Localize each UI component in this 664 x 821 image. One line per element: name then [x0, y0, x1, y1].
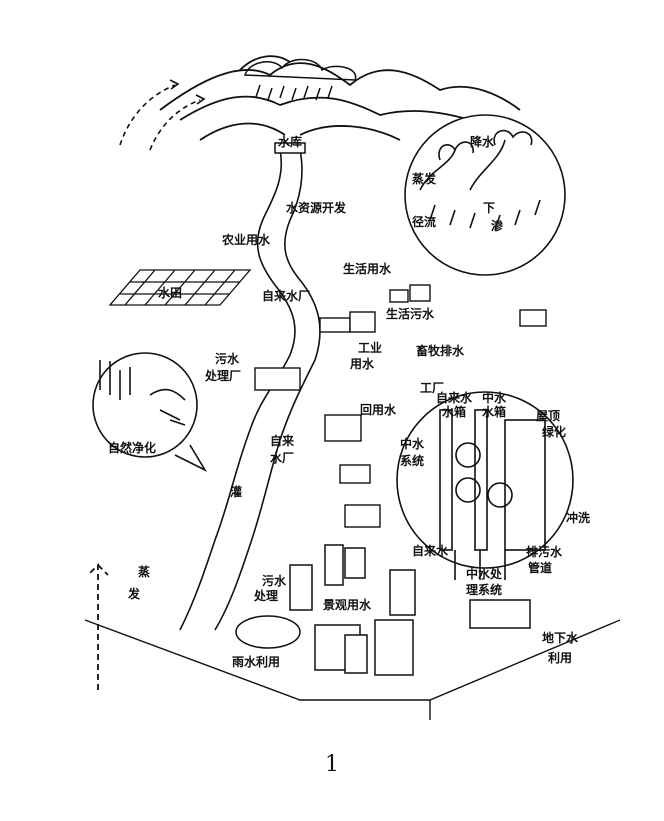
- tap-tank-label-a: 自来水: [436, 390, 473, 405]
- evaporation-left-label-a: 蒸: [138, 564, 150, 579]
- gray-tank-label-b: 水箱: [482, 404, 506, 419]
- river: [179, 149, 321, 631]
- paddy-label: 水田: [158, 285, 182, 300]
- houses: [254, 284, 547, 528]
- flush-label: 冲洗: [566, 510, 590, 525]
- infiltration-label-b: 渗: [491, 218, 504, 233]
- domestic-sewage-label: 生活污水: [386, 306, 435, 321]
- upward-arrow: [87, 562, 109, 690]
- drain-label-b: 管道: [528, 560, 552, 575]
- sewage-plant-label-b: 处理厂: [204, 368, 241, 383]
- infiltration-label-a: 下: [483, 201, 495, 215]
- city-buildings: [289, 544, 531, 676]
- gray-tank-label-a: 中水: [482, 390, 507, 405]
- purification-inset: [92, 352, 208, 472]
- industry-water-label-a: 工业: [358, 340, 382, 355]
- livestock-label: 畜牧排水: [416, 343, 465, 358]
- reuse-water-label: 回用水: [360, 402, 397, 417]
- ground-lines: [84, 619, 621, 720]
- tap-plant-mid-label-a: 自来: [270, 433, 295, 448]
- sewage-treatment-label-a: 污水: [262, 573, 287, 588]
- gray-treatment-label-b: 理系统: [466, 582, 502, 597]
- irrigation-label: 灌: [229, 484, 242, 499]
- mountain-range: [159, 55, 521, 141]
- sewage-plant-label-a: 污水: [215, 351, 240, 366]
- rainwater-use-label: 雨水利用: [232, 654, 280, 669]
- natural-purify-label: 自然净化: [108, 440, 156, 455]
- evaporation-label: 蒸发: [412, 171, 437, 186]
- graywater-inset: [396, 391, 574, 580]
- factory-label: 工厂: [420, 381, 444, 395]
- tap-tank-label-b: 水箱: [442, 404, 466, 419]
- graywater-system-label-b: 系统: [400, 453, 424, 468]
- arrow-head: [169, 79, 180, 90]
- evaporation-left-label-b: 发: [127, 586, 141, 601]
- water-development-label: 水资源开发: [286, 200, 347, 215]
- industry-water-label-b: 用水: [349, 356, 375, 371]
- tap-plant-label: 自来水厂: [262, 288, 310, 303]
- rain-cloud: [243, 58, 357, 101]
- gray-treatment-label-a: 中水处: [466, 566, 503, 581]
- domestic-water-label: 生活用水: [343, 261, 392, 276]
- reservoir-label: 水库: [278, 134, 302, 149]
- dam: [274, 142, 306, 154]
- arrow-head: [195, 94, 206, 105]
- page-number: 1: [325, 752, 339, 777]
- rainwater-tank: [235, 615, 301, 649]
- groundwater-label-b: 利用: [548, 650, 572, 665]
- paddy-fields: [108, 269, 252, 306]
- tap-water-label: 自来水: [412, 543, 449, 558]
- groundwater-label-a: 地下水: [542, 630, 579, 645]
- sewage-treatment-label-b: 处理: [253, 588, 278, 603]
- tap-plant-mid-label-b: 水厂: [270, 450, 294, 465]
- graywater-system-label-a: 中水: [400, 436, 425, 451]
- evaporation-arrows: [119, 84, 201, 151]
- landscape-water-label: 景观用水: [323, 597, 372, 612]
- rainfall-label: 降水: [470, 134, 495, 149]
- hydrology-inset: [404, 114, 566, 276]
- roof-greening-label-a: 屋顶: [536, 409, 560, 423]
- drain-label-a: 排污水: [526, 544, 563, 559]
- runoff-label: 径流: [412, 214, 436, 229]
- roof-greening-label-b: 绿化: [542, 424, 566, 439]
- agriculture-water-label: 农业用水: [221, 232, 271, 247]
